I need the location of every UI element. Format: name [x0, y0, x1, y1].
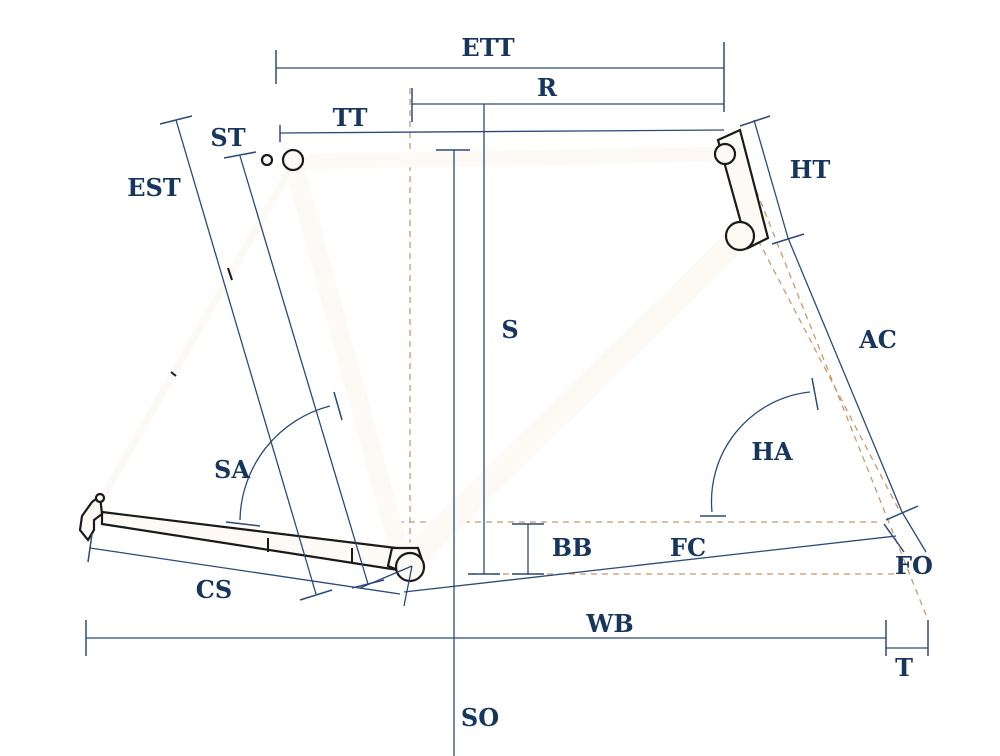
bike-frame — [78, 128, 770, 583]
dimension-labels: ETT R TT ST EST HT S AC HA SA BB FC FO C… — [127, 33, 933, 732]
label-ha: HA — [751, 437, 793, 466]
label-sa: SA — [214, 455, 250, 484]
label-st: ST — [210, 123, 245, 152]
label-ht: HT — [790, 155, 831, 184]
label-bb: BB — [552, 533, 593, 562]
label-s: S — [501, 315, 518, 344]
label-fo: FO — [895, 551, 933, 580]
label-so: SO — [461, 703, 499, 732]
label-r: R — [537, 73, 558, 102]
label-wb: WB — [585, 609, 633, 638]
label-cs: CS — [196, 575, 232, 604]
label-tt: TT — [333, 103, 368, 132]
label-ett: ETT — [461, 33, 514, 62]
label-fc: FC — [670, 533, 706, 562]
label-ac: AC — [858, 325, 897, 354]
label-est: EST — [127, 173, 181, 202]
label-t: T — [895, 653, 913, 682]
dimension-lines — [85, 42, 929, 756]
